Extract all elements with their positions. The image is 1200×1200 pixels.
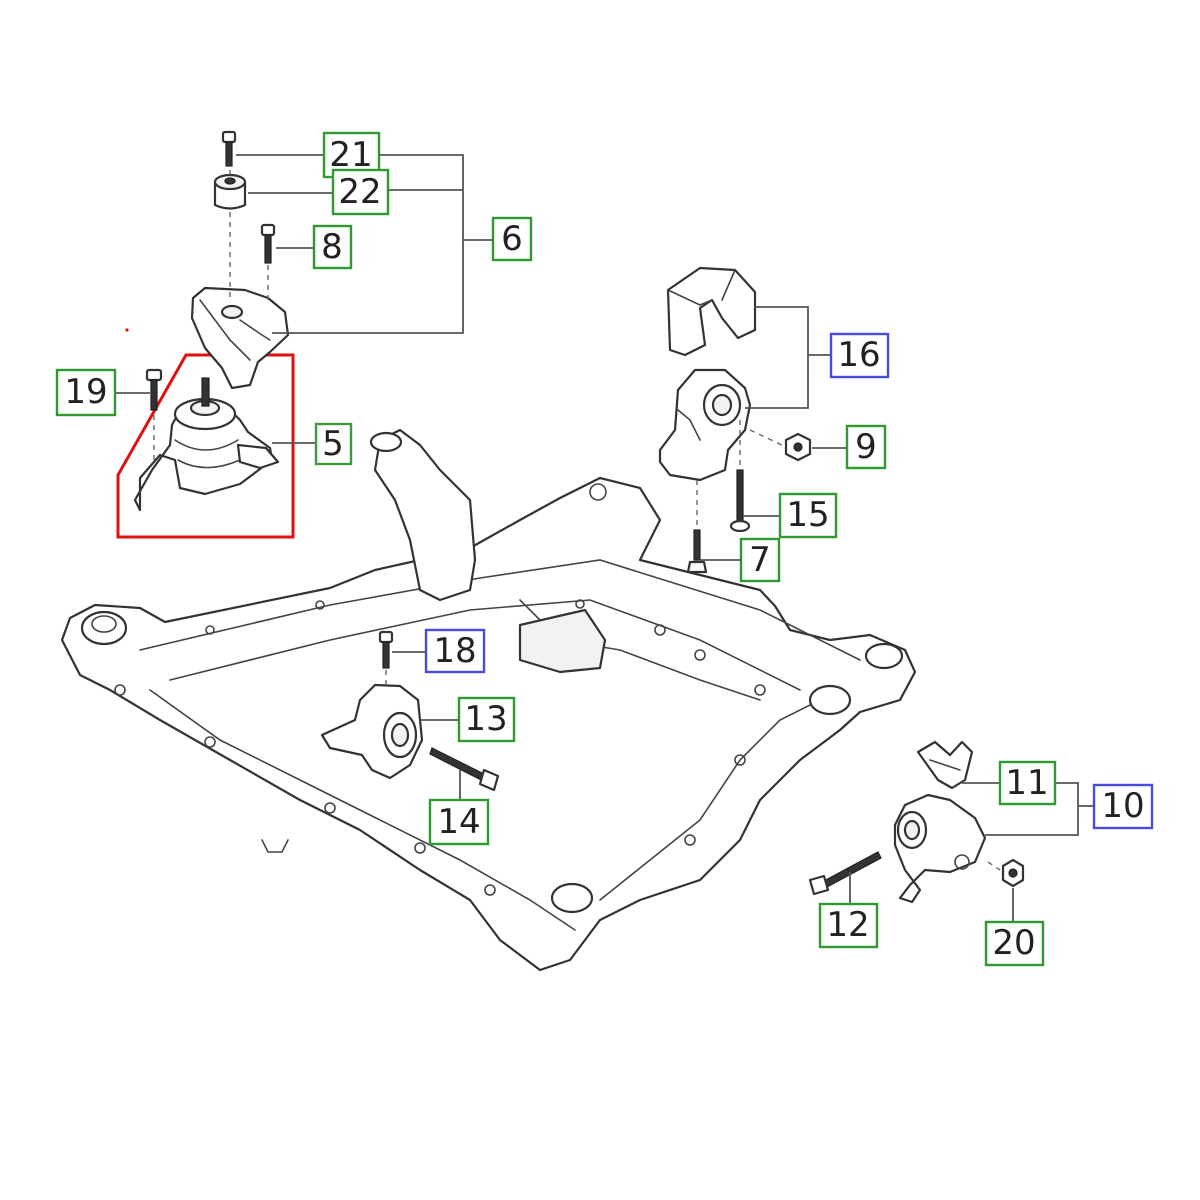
- callout-5-text: 5: [322, 424, 344, 464]
- callout-11-text: 11: [1005, 763, 1048, 803]
- bushing-part-22: [213, 173, 247, 210]
- callout-13[interactable]: 13: [457, 696, 516, 743]
- callout-6-text: 6: [501, 219, 523, 259]
- leader-lines: [115, 154, 1094, 922]
- nut-part-9: [784, 432, 812, 462]
- bolt-part-19: [145, 368, 163, 411]
- callout-10-text: 10: [1101, 786, 1144, 826]
- callout-9-text: 9: [855, 427, 877, 467]
- bolt-part-15: [729, 469, 751, 533]
- callout-7[interactable]: 7: [739, 537, 781, 583]
- bolt-part-14: [429, 747, 500, 792]
- bolt-part-7: [686, 529, 708, 574]
- callout-14-text: 14: [437, 802, 480, 842]
- callout-15[interactable]: 15: [778, 492, 838, 539]
- callout-11[interactable]: 11: [998, 760, 1057, 806]
- bolt-part-18: [378, 630, 394, 669]
- callout-20-text: 20: [992, 923, 1035, 963]
- callout-19-text: 19: [64, 372, 107, 412]
- rear-mount-bracket: [658, 368, 752, 482]
- callout-8[interactable]: 8: [312, 224, 353, 270]
- mount-part-13: [320, 683, 424, 780]
- callout-7-text: 7: [749, 540, 771, 580]
- callout-21-text: 21: [329, 135, 372, 175]
- callout-18-text: 18: [433, 631, 476, 671]
- callout-9[interactable]: 9: [845, 424, 887, 470]
- transmission-mount-part-10: [893, 793, 987, 904]
- callout-22[interactable]: 22: [331, 168, 390, 216]
- callout-12-text: 12: [826, 905, 869, 945]
- bracket-part-11: [916, 740, 974, 790]
- callout-16-text: 16: [837, 335, 880, 375]
- callout-20[interactable]: 20: [984, 920, 1045, 967]
- mount-bracket-part-6: [190, 286, 290, 390]
- callout-16[interactable]: 16: [829, 332, 890, 379]
- callout-8-text: 8: [321, 227, 343, 267]
- engine-mount-part-5: [133, 377, 280, 512]
- part-5-highlight: [116, 353, 295, 539]
- bolt-part-12: [808, 851, 882, 896]
- bolt-part-21: [221, 130, 237, 167]
- nut-part-20: [1001, 858, 1025, 888]
- callout-22-text: 22: [338, 172, 381, 212]
- callout-15-text: 15: [786, 495, 829, 535]
- callout-13-text: 13: [464, 699, 507, 739]
- callout-10[interactable]: 10: [1092, 783, 1154, 830]
- bolt-part-8: [260, 223, 276, 264]
- callout-5[interactable]: 5: [314, 422, 353, 466]
- callout-6[interactable]: 6: [491, 216, 533, 262]
- rubber-stopper-part-16: [666, 266, 757, 357]
- label-box-5: [314, 422, 353, 466]
- callout-18[interactable]: 18: [424, 628, 486, 674]
- red-dot-mark: [125, 328, 129, 332]
- callout-14[interactable]: 14: [428, 798, 490, 846]
- callout-19[interactable]: 19: [55, 368, 117, 417]
- callout-12[interactable]: 12: [818, 902, 879, 949]
